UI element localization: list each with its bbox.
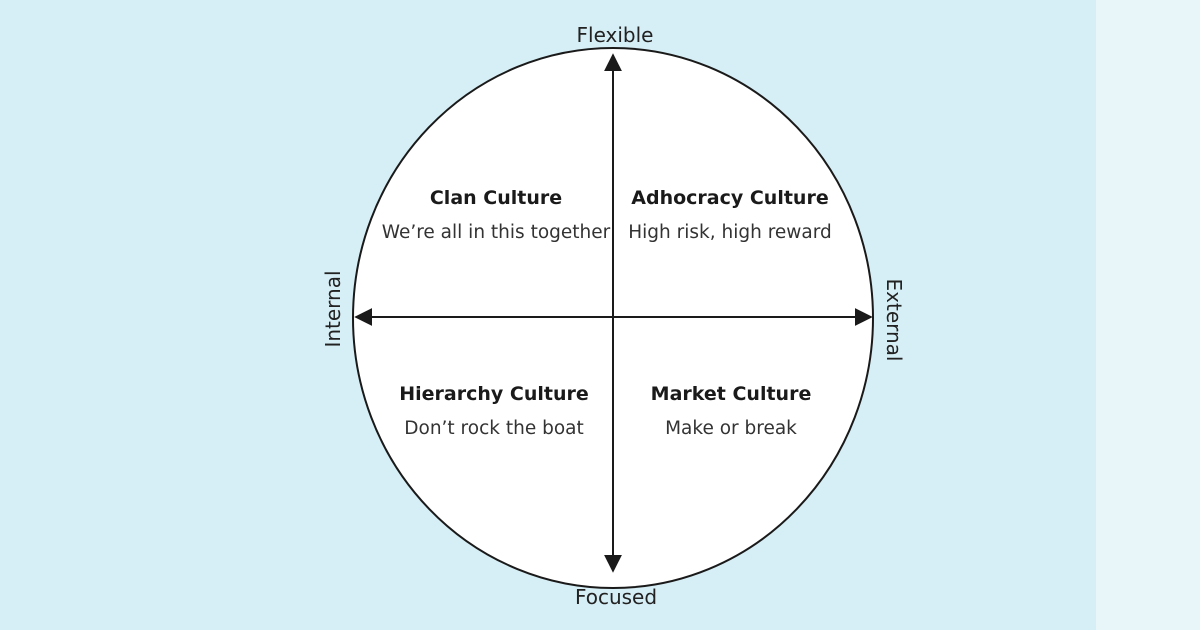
quadrant-title: Market Culture <box>651 383 812 405</box>
axis-label-left: Internal <box>321 270 345 347</box>
quadrant-title: Adhocracy Culture <box>631 187 828 209</box>
axis-label-bottom: Focused <box>575 585 657 609</box>
quadrant-hierarchy: Hierarchy Culture Don’t rock the boat <box>399 383 589 439</box>
quadrant-adhocracy: Adhocracy Culture High risk, high reward <box>628 187 832 243</box>
quadrant-subtitle: Make or break <box>665 418 797 439</box>
quadrant-subtitle: We’re all in this together <box>382 222 611 243</box>
quadrant-clan: Clan Culture We’re all in this together <box>382 187 611 243</box>
quadrant-subtitle: Don’t rock the boat <box>404 418 583 439</box>
quadrant-market: Market Culture Make or break <box>651 383 812 439</box>
quadrant-subtitle: High risk, high reward <box>628 222 832 243</box>
axis-label-right: External <box>882 279 906 362</box>
quadrant-title: Hierarchy Culture <box>399 383 589 405</box>
background-strip <box>1096 0 1200 630</box>
axis-label-top: Flexible <box>577 23 654 47</box>
quadrant-title: Clan Culture <box>430 187 562 209</box>
